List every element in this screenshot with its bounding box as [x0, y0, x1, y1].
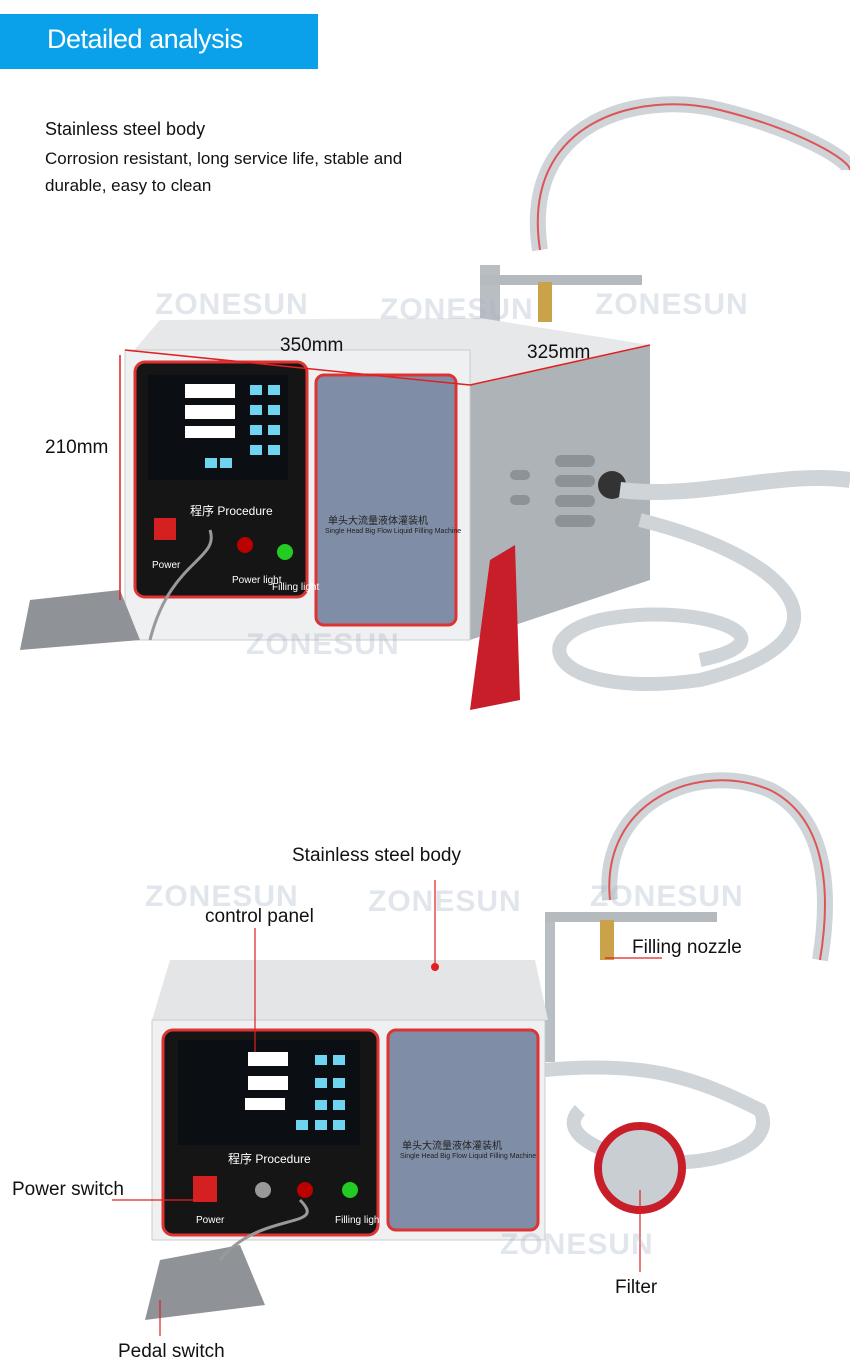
- nameplate-cn: 单头大流量液体灌装机: [402, 1141, 502, 1152]
- machine-photo-top: [20, 96, 850, 710]
- watermark: ZONESUN: [590, 880, 744, 913]
- intro-description: Corrosion resistant, long service life, …: [45, 149, 403, 195]
- power-light-label: Power light: [232, 575, 282, 586]
- section-header: Detailed analysis: [0, 14, 318, 69]
- callout-filling-nozzle: Filling nozzle: [632, 937, 742, 958]
- watermark: ZONESUN: [155, 288, 309, 321]
- filling-light-label: Filling light: [335, 1215, 383, 1226]
- section-title: Detailed analysis: [47, 24, 243, 54]
- watermark: ZONESUN: [246, 628, 400, 661]
- procedure-label: 程序 Procedure: [228, 1152, 311, 1166]
- callout-control-panel: control panel: [205, 906, 314, 927]
- nameplate-en: Single Head Big Flow Liquid Filling Mach…: [400, 1153, 537, 1160]
- power-label: Power: [196, 1215, 225, 1226]
- power-label: Power: [152, 560, 181, 571]
- callout-filter: Filter: [615, 1277, 658, 1298]
- filling-light-label: Filling light: [272, 582, 320, 593]
- callout-power-switch: Power switch: [12, 1179, 124, 1200]
- callout-pedal-switch: Pedal switch: [118, 1341, 225, 1362]
- dimension-depth: 325mm: [527, 342, 591, 363]
- callout-stainless-body: Stainless steel body: [292, 845, 461, 866]
- nameplate-cn: 单头大流量液体灌装机: [328, 516, 428, 527]
- watermark: ZONESUN: [145, 880, 299, 913]
- intro-title: Stainless steel body: [45, 119, 206, 139]
- machine-photo-bottom: [112, 772, 833, 1336]
- watermark: ZONESUN: [368, 885, 522, 918]
- nameplate-en: Single Head Big Flow Liquid Filling Mach…: [325, 528, 462, 535]
- watermark: ZONESUN: [500, 1228, 654, 1261]
- watermark: ZONESUN: [595, 288, 749, 321]
- watermark: ZONESUN: [380, 293, 534, 326]
- dimension-height: 210mm: [45, 437, 109, 458]
- procedure-label: 程序 Procedure: [190, 504, 273, 518]
- dimension-width: 350mm: [280, 335, 344, 356]
